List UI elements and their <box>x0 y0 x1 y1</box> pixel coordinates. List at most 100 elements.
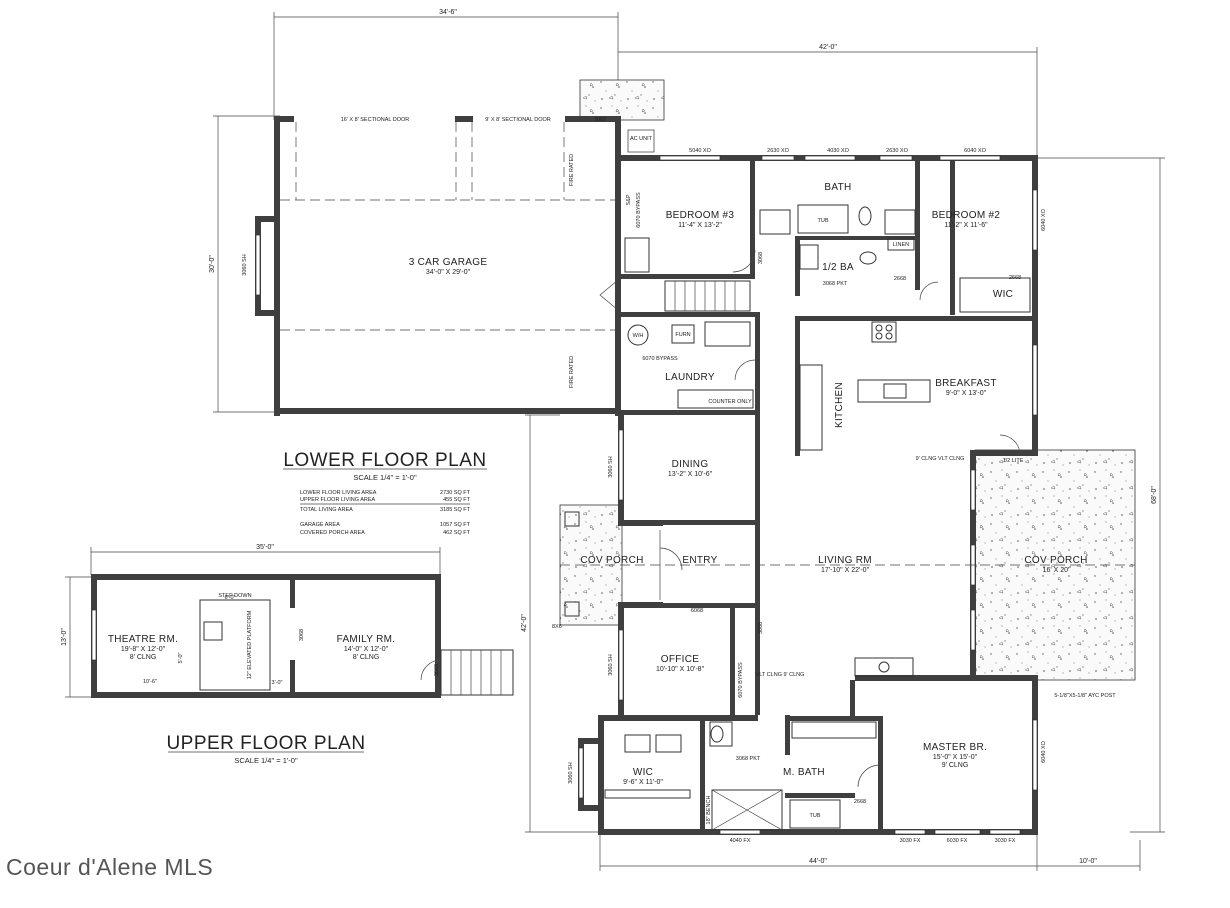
garage-width-dim: 34'-6" <box>439 9 457 16</box>
stairs <box>664 280 751 312</box>
plan-label: 3068 <box>758 252 764 264</box>
family-name: FAMILY RM. <box>337 634 396 645</box>
ac-unit-icon <box>627 129 655 153</box>
area-table: LOWER FLOOR LIVING AREA 2730 SQ FT UPPER… <box>300 490 471 536</box>
dining-size: 13'-2" X 10'-6" <box>668 471 713 478</box>
master-door-swing <box>857 764 881 788</box>
half-bath-sink-icon <box>799 244 819 270</box>
mbath-tub-icon <box>789 799 841 829</box>
area-label-2: TOTAL LIVING AREA <box>300 507 353 513</box>
area-value-0: 2730 SQ FT <box>440 490 471 496</box>
plan-label: 6040 XO <box>1041 740 1047 762</box>
theatre-name: THEATRE RM. <box>108 634 178 645</box>
plan-label: 6068 <box>691 608 703 614</box>
linen-closet <box>887 237 915 251</box>
living-size: 17'-10" X 22'-0" <box>821 567 870 574</box>
bedroom3-size: 11'-4" X 13'-2" <box>678 222 722 229</box>
tub-icon <box>797 204 849 234</box>
plan-label: TUB <box>810 813 821 819</box>
plan-label: 3030 FX <box>900 838 921 844</box>
upper-door-swing <box>420 659 442 681</box>
wic-top <box>959 277 1031 313</box>
master-name: MASTER BR. <box>923 742 987 753</box>
platform-equipment-icon <box>203 621 223 641</box>
breakfast-name: BREAKFAST <box>935 378 997 389</box>
plan-label: 3060 SH <box>608 654 614 675</box>
house-depth-dim: 68'-0" <box>1151 486 1158 504</box>
dimension-lines <box>65 12 1165 871</box>
step-down-label: STEP DOWN <box>218 593 251 599</box>
kitchen-counter <box>799 364 823 451</box>
bedroom3-name: BEDROOM #3 <box>666 210 735 221</box>
plan-label: 5'-0" <box>178 652 184 663</box>
vanity-icon <box>759 209 791 235</box>
mbath-vanity <box>791 721 877 739</box>
upper-plan-title: UPPER FLOOR PLAN <box>166 733 365 754</box>
plan-label: 3068 <box>434 664 440 676</box>
half-bath-toilet-icon <box>859 251 877 265</box>
entry-name: ENTRY <box>682 555 717 566</box>
plan-label: 6'-0" <box>225 595 236 601</box>
house-width-dim: 42'-0" <box>819 44 837 51</box>
area-value-1: 455 SQ FT <box>443 497 471 503</box>
master-wic-shelf <box>624 734 651 753</box>
garage-size: 34'-0" X 29'-0" <box>426 269 471 276</box>
plan-label: 3060 SH <box>242 254 248 275</box>
wic-shelving <box>604 789 691 799</box>
living-name: LIVING RM <box>818 555 872 566</box>
mbath-toilet-room <box>709 721 733 747</box>
bedroom2-name: BEDROOM #2 <box>932 210 1001 221</box>
toilet-icon <box>858 206 872 226</box>
half-bath-name: 1/2 BA <box>822 262 854 273</box>
plan-label: 2630 XO <box>886 148 908 154</box>
bedroom2-size: 11'-2" X 11'-6" <box>944 222 988 229</box>
bath-name: BATH <box>824 182 851 193</box>
lower-plan-title: LOWER FLOOR PLAN <box>283 450 486 471</box>
plan-label: 10'-6" <box>143 679 157 685</box>
plan-label: S&P <box>626 194 632 205</box>
kitchen-name: KITCHEN <box>834 382 845 428</box>
garage-entry-door <box>599 279 619 311</box>
plan-label: FIRE RATED <box>569 356 575 388</box>
rear-porch-size: 16' X 20' <box>1043 567 1070 574</box>
lower-plan-scale: SCALE 1/4" = 1'-0" <box>353 473 417 482</box>
bottom-width-dim: 44'-0" <box>809 858 827 865</box>
plan-label: TUB <box>818 218 829 224</box>
range-icon <box>871 321 897 343</box>
plan-label: 6070 BYPASS <box>738 662 744 698</box>
garage-depth-dim: 30'-0" <box>209 255 216 273</box>
bedroom3-door-swing <box>732 249 756 273</box>
master-ceiling: 9' CLNG <box>942 762 969 769</box>
area-label-3: GARAGE AREA <box>300 522 340 528</box>
garage-name: 3 CAR GARAGE <box>409 257 488 268</box>
vanity-icon-2 <box>884 209 916 235</box>
plan-label: 3'-0" <box>272 680 283 686</box>
house-walls <box>578 155 1038 835</box>
upper-plan-scale: SCALE 1/4" = 1'-0" <box>234 756 298 765</box>
dimension-labels: 34'-6" 42'-0" 30'-0" 68'-0" 42'-0" 44'-0… <box>61 9 1158 865</box>
bedroom2-door-swing <box>919 281 939 301</box>
plan-label: 6040 XO <box>1041 208 1047 230</box>
plan-label: 6070 BYPASS <box>642 356 678 362</box>
area-value-3: 1057 SQ FT <box>440 522 471 528</box>
plan-label: 2668 <box>854 799 866 805</box>
upper-depth-dim: 13'-0" <box>61 628 68 646</box>
master-wic-size: 9'-6" X 11'-0" <box>623 779 663 786</box>
sectional-door-9-label: 9' X 8' SECTIONAL DOOR <box>485 117 550 123</box>
plan-label: 3068 PKT <box>736 756 761 762</box>
area-label-4: COVERED PORCH AREA <box>300 530 365 536</box>
bedroom3-closet <box>624 237 650 273</box>
breakfast-size: 9'-0" X 13'-0" <box>946 390 987 397</box>
area-value-2: 3185 SQ FT <box>440 507 471 513</box>
garage-window <box>255 234 261 296</box>
dining-name: DINING <box>672 459 709 470</box>
plan-label: 6070 BYPASS <box>636 192 642 228</box>
windows <box>578 155 1038 835</box>
theatre-ceiling: 8' CLNG <box>130 654 157 661</box>
master-wic-name: WIC <box>633 767 653 778</box>
plan-label: FURN <box>675 332 690 338</box>
wic-top-name: WIC <box>993 289 1013 300</box>
watermark: Coeur d'Alene MLS <box>6 854 213 880</box>
rear-porch-name: COV PORCH <box>1024 555 1087 566</box>
porch-post-icon-2 <box>564 601 580 617</box>
